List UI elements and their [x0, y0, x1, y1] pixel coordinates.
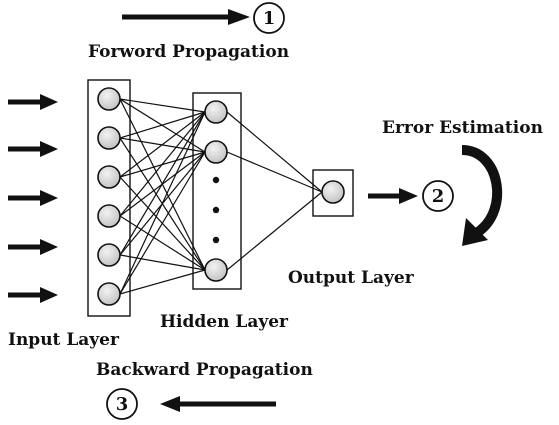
step-1-badge: 1: [253, 2, 285, 34]
input-arrow-head-1: [40, 94, 58, 110]
connection-input-3-hidden-2: [119, 215, 206, 271]
connection-input-4-hidden-2: [119, 254, 206, 271]
ellipsis-dot-3: [212, 236, 220, 244]
input-arrow-3: [8, 190, 58, 206]
connection-input-3-hidden-0: [119, 111, 206, 217]
connection-hidden-0-output: [226, 111, 323, 193]
connection-input-5-hidden-1: [119, 151, 206, 295]
backward-arrow: [160, 396, 276, 412]
connection-input-0-hidden-0: [119, 98, 206, 113]
input-node-3: [97, 165, 121, 189]
forward-propagation-label: Forword Propagation: [88, 42, 289, 62]
connection-hidden-2-output: [226, 191, 323, 271]
connection-input-4-hidden-0: [119, 111, 206, 256]
input-layer-label: Input Layer: [8, 330, 120, 350]
hidden-node-1: [204, 100, 228, 124]
input-nodes: [97, 87, 121, 306]
svg-text:2: 2: [432, 186, 445, 207]
svg-text:1: 1: [263, 8, 276, 29]
ellipsis-dot-2: [212, 206, 220, 214]
hidden-layer-box: [192, 92, 242, 290]
output-node: [321, 180, 345, 204]
step-3-badge: 3: [106, 388, 138, 420]
svg-text:3: 3: [116, 394, 129, 415]
connections: [119, 98, 323, 295]
input-arrows: [8, 94, 58, 303]
connection-input-2-hidden-0: [119, 111, 206, 178]
ellipsis-dot-1: [212, 176, 220, 184]
connection-input-5-hidden-2: [119, 269, 206, 295]
output-layer-box: [312, 169, 354, 217]
input-arrow-5: [8, 287, 58, 303]
hidden-ellipsis: [212, 176, 220, 244]
input-layer-box: [87, 79, 131, 317]
input-arrow-head-2: [40, 141, 58, 157]
input-arrow-head-3: [40, 190, 58, 206]
error-estimation-label: Error Estimation: [382, 118, 543, 138]
input-node-5: [97, 243, 121, 267]
input-arrow-2: [8, 141, 58, 157]
backward-propagation-label: Backward Propagation: [96, 360, 313, 380]
input-node-2: [97, 126, 121, 150]
error-loop-icon: [461, 145, 503, 246]
hidden-node-2: [204, 140, 228, 164]
forward-arrow: [122, 9, 250, 25]
output-arrow: [368, 188, 418, 204]
input-node-1: [97, 87, 121, 111]
step-2-badge: 2: [422, 180, 454, 212]
connection-hidden-1-output: [226, 151, 323, 193]
hidden-node-3: [204, 258, 228, 282]
input-node-6: [97, 282, 121, 306]
hidden-nodes: [204, 100, 228, 282]
input-arrow-head-4: [40, 239, 58, 255]
connection-input-5-hidden-0: [119, 111, 206, 295]
input-node-4: [97, 204, 121, 228]
input-arrow-4: [8, 239, 58, 255]
hidden-layer-label: Hidden Layer: [160, 312, 289, 332]
connection-input-1-hidden-0: [119, 111, 206, 139]
input-arrow-head-5: [40, 287, 58, 303]
input-arrow-1: [8, 94, 58, 110]
output-layer-label: Output Layer: [288, 268, 415, 288]
